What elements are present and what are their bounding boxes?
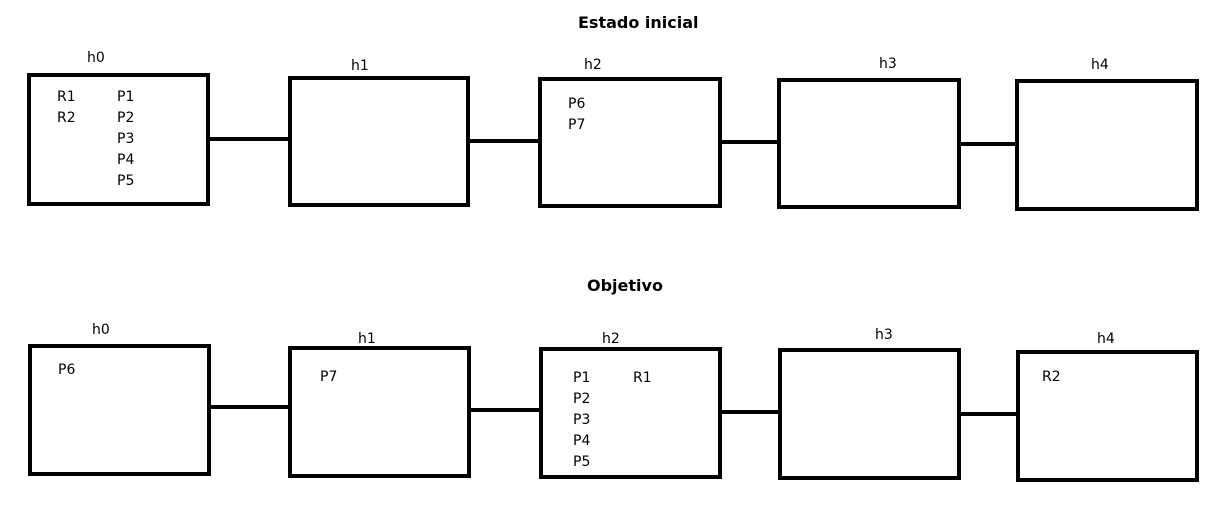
goal-h4-item: R2: [1042, 369, 1061, 385]
goal-room-h2-label: h2: [602, 331, 620, 347]
initial-connector-h0-h1: [208, 137, 290, 141]
initial-h0-item: P3: [117, 131, 135, 147]
initial-h0-item: P4: [117, 152, 135, 168]
goal-room-h4: [1016, 350, 1199, 482]
goal-h0-item: P6: [58, 362, 76, 378]
goal-h2-item: P2: [573, 391, 591, 407]
goal-room-h4-label: h4: [1097, 331, 1115, 347]
goal-connector-h1-h2: [469, 408, 541, 412]
initial-connector-h1-h2: [468, 139, 540, 143]
initial-h2-item: P6: [568, 96, 586, 112]
goal-connector-h3-h4: [959, 412, 1017, 416]
goal-connector-h2-h3: [720, 410, 779, 414]
initial-h0-item: R2: [57, 110, 76, 126]
initial-room-h0: [27, 73, 210, 206]
goal-room-h0-label: h0: [92, 322, 110, 338]
initial-room-h1-label: h1: [351, 58, 369, 74]
initial-room-h0-label: h0: [87, 50, 105, 66]
goal-h2-item: P3: [573, 412, 591, 428]
initial-connector-h3-h4: [959, 142, 1017, 146]
goal-h2-item: P1: [573, 370, 591, 386]
goal-room-h2: [539, 347, 722, 479]
goal-connector-h0-h1: [210, 405, 290, 409]
initial-room-h4: [1015, 79, 1199, 211]
initial-h0-item: P2: [117, 110, 135, 126]
initial-room-h2-label: h2: [584, 57, 602, 73]
goal-room-h3: [778, 348, 961, 480]
goal-room-h3-label: h3: [875, 327, 893, 343]
goal-room-h1: [288, 346, 471, 478]
initial-h0-item: R1: [57, 89, 76, 105]
goal-h2-item: R1: [633, 370, 652, 386]
goal-h1-item: P7: [320, 369, 338, 385]
goal-room-h1-label: h1: [358, 331, 376, 347]
goal-state-title: Objetivo: [587, 276, 663, 295]
initial-h2-item: P7: [568, 117, 586, 133]
goal-h2-item: P4: [573, 433, 591, 449]
goal-h2-item: P5: [573, 454, 591, 470]
initial-h0-item: P1: [117, 89, 135, 105]
initial-h0-item: P5: [117, 173, 135, 189]
initial-room-h2: [538, 77, 722, 208]
initial-state-title: Estado inicial: [578, 13, 699, 32]
initial-room-h3-label: h3: [879, 56, 897, 72]
initial-room-h3: [777, 78, 961, 209]
initial-room-h1: [288, 76, 470, 207]
goal-room-h0: [28, 344, 211, 476]
initial-connector-h2-h3: [720, 140, 779, 144]
initial-room-h4-label: h4: [1091, 57, 1109, 73]
